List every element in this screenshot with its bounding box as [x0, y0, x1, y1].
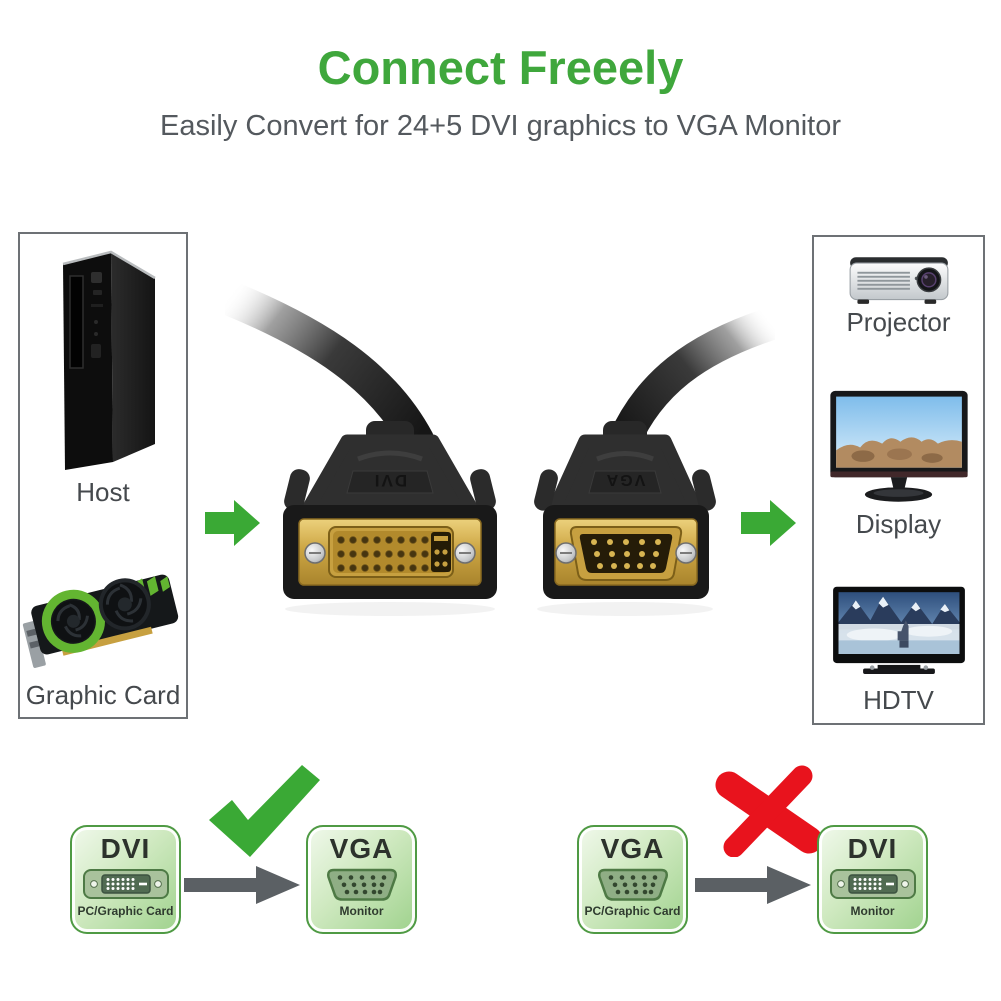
flow-arrow-icon — [184, 866, 300, 904]
cross-icon — [715, 765, 823, 857]
dvi-marking-text: DVI — [373, 471, 407, 490]
vga-connector-icon — [326, 869, 397, 902]
dvi-target-sub-label: Monitor — [850, 904, 895, 919]
pc-tower-image — [62, 250, 156, 470]
page-title: Connect Freeely — [317, 41, 684, 94]
graphic-card-image — [22, 574, 179, 668]
dvi-target-box: DVI Monitor — [817, 825, 928, 934]
arrow-right-left-icon — [205, 500, 260, 546]
dvi-source-box: DVI PC/Graphic Card — [70, 825, 181, 934]
vga-connector-icon — [597, 869, 668, 902]
cable-left — [225, 279, 435, 459]
flow-arrow-icon — [695, 866, 811, 904]
cable-photo: DVI — [225, 279, 775, 616]
vga-type-label: VGA — [600, 833, 665, 864]
hdtv-label: HDTV — [863, 685, 934, 715]
vga-target-box: VGA Monitor — [306, 825, 417, 934]
host-label: Host — [76, 477, 130, 507]
dvi-type-label: DVI — [847, 833, 898, 864]
display-image — [829, 390, 968, 502]
graphic-card-label: Graphic Card — [25, 680, 181, 710]
dvi-source-sub-label: PC/Graphic Card — [77, 904, 174, 919]
vga-marking-text: VGA — [605, 471, 646, 488]
cable-right — [607, 306, 775, 458]
page-subtitle: Easily Convert for 24+5 DVI graphics to … — [159, 110, 841, 142]
display-label: Display — [855, 509, 942, 539]
display-devices-panel: Projector Display — [812, 235, 985, 725]
projector-image — [849, 257, 948, 304]
vga-source-sub-label: PC/Graphic Card — [584, 904, 681, 919]
vga-source-box: VGA PC/Graphic Card — [577, 825, 688, 934]
compat-wrong-group: VGA PC/Graphic Card DVI — [575, 765, 933, 940]
compat-correct-group: DVI PC/Graphic Card — [68, 765, 426, 940]
projector-label: Projector — [846, 307, 951, 337]
hdtv-image — [832, 586, 965, 674]
dvi-connector-icon — [829, 869, 916, 900]
vga-target-sub-label: Monitor — [339, 904, 384, 919]
check-icon — [209, 765, 320, 857]
source-devices-panel: Host — [18, 232, 188, 719]
dvi-connector-icon — [82, 869, 169, 900]
dvi-connector-graphic: DVI — [283, 421, 497, 599]
vga-connector-graphic: VGA — [534, 421, 716, 599]
arrow-right-right-icon — [741, 500, 796, 546]
dvi-type-label: DVI — [100, 833, 151, 864]
vga-type-label: VGA — [329, 833, 394, 864]
